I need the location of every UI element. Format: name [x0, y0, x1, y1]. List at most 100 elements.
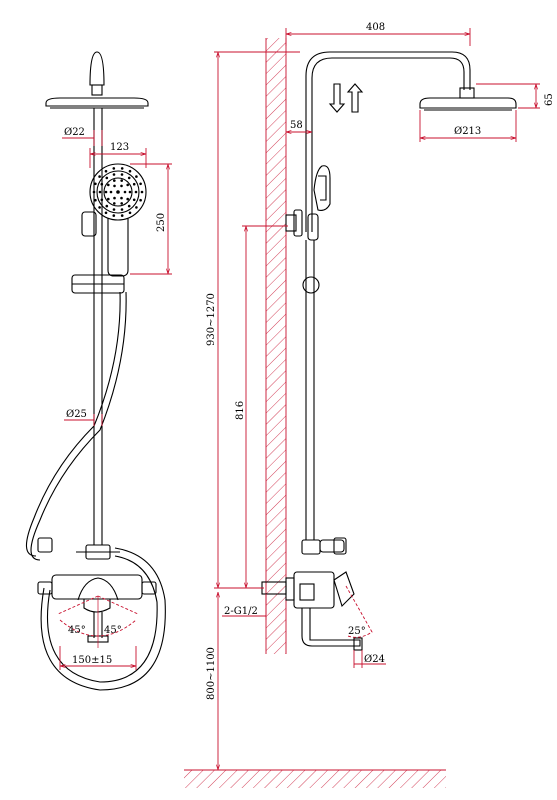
nozzle-dot: [104, 211, 108, 215]
nozzle-dot: [120, 167, 124, 170]
nozzle-dot: [134, 190, 138, 194]
dim-pipe-diameter: Ø22: [62, 127, 103, 146]
nozzle-dot: [113, 196, 116, 200]
nozzle-dot: [132, 182, 136, 186]
hand-shower-width-label: 123: [110, 142, 129, 153]
nozzle-dot: [98, 206, 101, 209]
dim-hand-shower-width: 123: [89, 142, 147, 168]
nozzle-dot: [139, 198, 142, 202]
nozzle-dot: [100, 182, 104, 186]
left-angle-label: 45°: [68, 625, 86, 636]
riser-height-label: 816: [235, 401, 246, 420]
spout-angle-label: 25°: [348, 626, 366, 637]
nozzle-dot: [112, 167, 116, 170]
nozzle-dot: [104, 169, 108, 173]
wall-bracket: [285, 209, 303, 237]
hose-connector: [37, 537, 53, 553]
hand-shower-side: [307, 165, 331, 241]
nozzle-dot: [120, 184, 123, 188]
right-angle-label: 45°: [104, 625, 122, 636]
nozzle-dot: [135, 206, 138, 209]
handle-rotation-angle: [57, 595, 139, 648]
nozzle-dot: [128, 211, 132, 215]
nozzle-dot: [120, 173, 124, 176]
dim-head-diameter: Ø213: [419, 110, 517, 142]
nozzle-dot: [135, 175, 138, 178]
hand-shower-length-label: 250: [156, 213, 167, 232]
shower-arm: [305, 51, 475, 232]
mixer-body: [37, 574, 157, 643]
side-view: 408 65 Ø213 58 930~1270: [184, 22, 555, 788]
nozzle-dot: [92, 190, 96, 194]
nozzle-dot: [128, 190, 132, 194]
nozzle-dot: [112, 208, 116, 211]
wall-offset-label: 58: [290, 120, 303, 131]
nozzle-dot: [98, 175, 101, 178]
nozzle-dot: [126, 183, 129, 187]
nozzle-dot: [132, 198, 136, 202]
nozzle-dot: [113, 184, 116, 188]
nozzle-dot: [112, 173, 116, 176]
inlet-thread-label: 2-G1/2: [224, 606, 258, 617]
nozzle-dot: [100, 198, 104, 202]
riser-diameter-label: Ø25: [66, 409, 87, 420]
nozzle-dot: [98, 190, 102, 194]
dim-arm-length: 408: [285, 22, 471, 46]
nozzle-dot: [94, 198, 97, 202]
nozzle-dot: [109, 190, 113, 194]
rain-shower-head-side: [419, 97, 517, 111]
nozzle-dot: [113, 179, 116, 182]
nozzle-dot: [107, 197, 110, 201]
flow-direction-arrows-icon: [328, 83, 364, 113]
nozzle-dot: [139, 182, 142, 186]
dim-riser-height: 816: [235, 225, 288, 588]
mixer-side: [261, 571, 363, 651]
nozzle-dot: [127, 176, 131, 180]
nozzle-dot: [116, 190, 120, 194]
dim-inlet-spacing: 150±15: [59, 646, 137, 670]
dim-install-height: 800~1100: [206, 592, 218, 770]
nozzle-dot: [104, 190, 108, 194]
diverter-side: [301, 537, 347, 555]
nozzle-dot: [140, 190, 144, 194]
floor: [184, 769, 446, 788]
rain-shower-head: [45, 51, 149, 109]
head-diameter-label: Ø213: [454, 126, 481, 137]
nozzle-dot: [112, 214, 116, 217]
hand-shower: [81, 163, 147, 277]
nozzle-dot: [120, 214, 124, 217]
nozzle-dot: [120, 179, 123, 182]
dim-inlet-thread: 2-G1/2: [222, 594, 267, 620]
hose-loop: [40, 547, 166, 691]
nozzle-dot: [120, 208, 124, 211]
dim-spout-diameter: Ø24: [353, 650, 386, 668]
nozzle-dot: [127, 204, 131, 208]
spout-angle-sector: [345, 585, 373, 638]
wall: [265, 38, 287, 654]
spacing-label: 150±15: [72, 655, 112, 666]
slider-knob: [302, 276, 320, 294]
nozzle-dot: [128, 169, 132, 173]
spout-diameter-label: Ø24: [364, 654, 385, 665]
nozzle-dot: [120, 196, 123, 200]
install-height-label: 800~1100: [206, 647, 217, 700]
dim-hand-shower-length: 250: [130, 163, 172, 275]
head-height-label: 65: [544, 93, 555, 106]
nozzle-dot: [105, 204, 109, 208]
dim-wall-offset: 58: [286, 120, 312, 132]
arm-length-label: 408: [366, 22, 385, 33]
nozzle-dot: [94, 182, 97, 186]
dim-riser-diameter: Ø25: [64, 409, 103, 426]
nozzle-dot: [123, 190, 127, 194]
total-height-label: 930~1270: [206, 293, 217, 346]
nozzle-dot: [107, 183, 110, 187]
dim-head-height: 65: [476, 83, 555, 109]
nozzle-dot: [120, 202, 123, 205]
nozzle-dot: [113, 202, 116, 205]
pipe-diameter-label: Ø22: [64, 127, 85, 138]
dim-total-height: 930~1270: [206, 51, 300, 588]
shower-hose: [30, 291, 127, 561]
front-view: Ø22 123 250 Ø25 45° 45°: [25, 51, 172, 691]
